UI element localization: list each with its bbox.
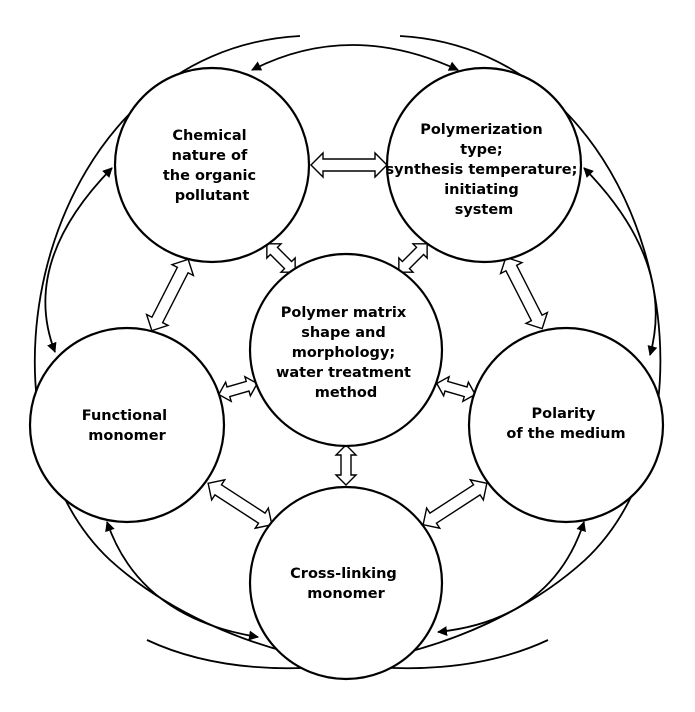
node-polymer-matrix-label: Polymer matrix shape and morphology; wat… — [276, 305, 416, 401]
node-polarity: Polarity of the medium — [467, 326, 665, 524]
node-polymerization-label: Polymerization type; synthesis temperatu… — [386, 122, 583, 218]
node-polymer-matrix: Polymer matrix shape and morphology; wat… — [248, 252, 444, 448]
outer-arc-top — [251, 44, 459, 71]
node-functional-monomer: Functional monomer — [28, 326, 226, 524]
double-arrow-center-cross — [334, 444, 358, 486]
double-arrow-pol-cross — [422, 478, 488, 530]
double-arrow-func-cross — [207, 478, 273, 530]
outer-arc-bottom-left — [105, 521, 259, 641]
node-polymerization: Polymerization type; synthesis temperatu… — [386, 66, 583, 264]
double-arrow-poly-pol — [499, 256, 549, 330]
node-chemical-nature: Chemical nature of the organic pollutant — [113, 66, 311, 264]
outer-arc-left — [44, 167, 113, 353]
node-cross-linking: Cross-linking monomer — [248, 485, 444, 681]
node-cross-linking-label: Cross-linking monomer — [290, 566, 402, 602]
outer-arc-right — [583, 167, 658, 356]
node-functional-monomer-label: Functional monomer — [82, 408, 172, 444]
outer-arc-bottom-right — [437, 521, 586, 637]
double-arrow-chem-func — [145, 258, 195, 332]
node-polarity-label: Polarity of the medium — [506, 406, 625, 442]
double-arrow-top — [310, 151, 388, 179]
node-chemical-nature-label: Chemical nature of the organic pollutant — [163, 128, 261, 204]
